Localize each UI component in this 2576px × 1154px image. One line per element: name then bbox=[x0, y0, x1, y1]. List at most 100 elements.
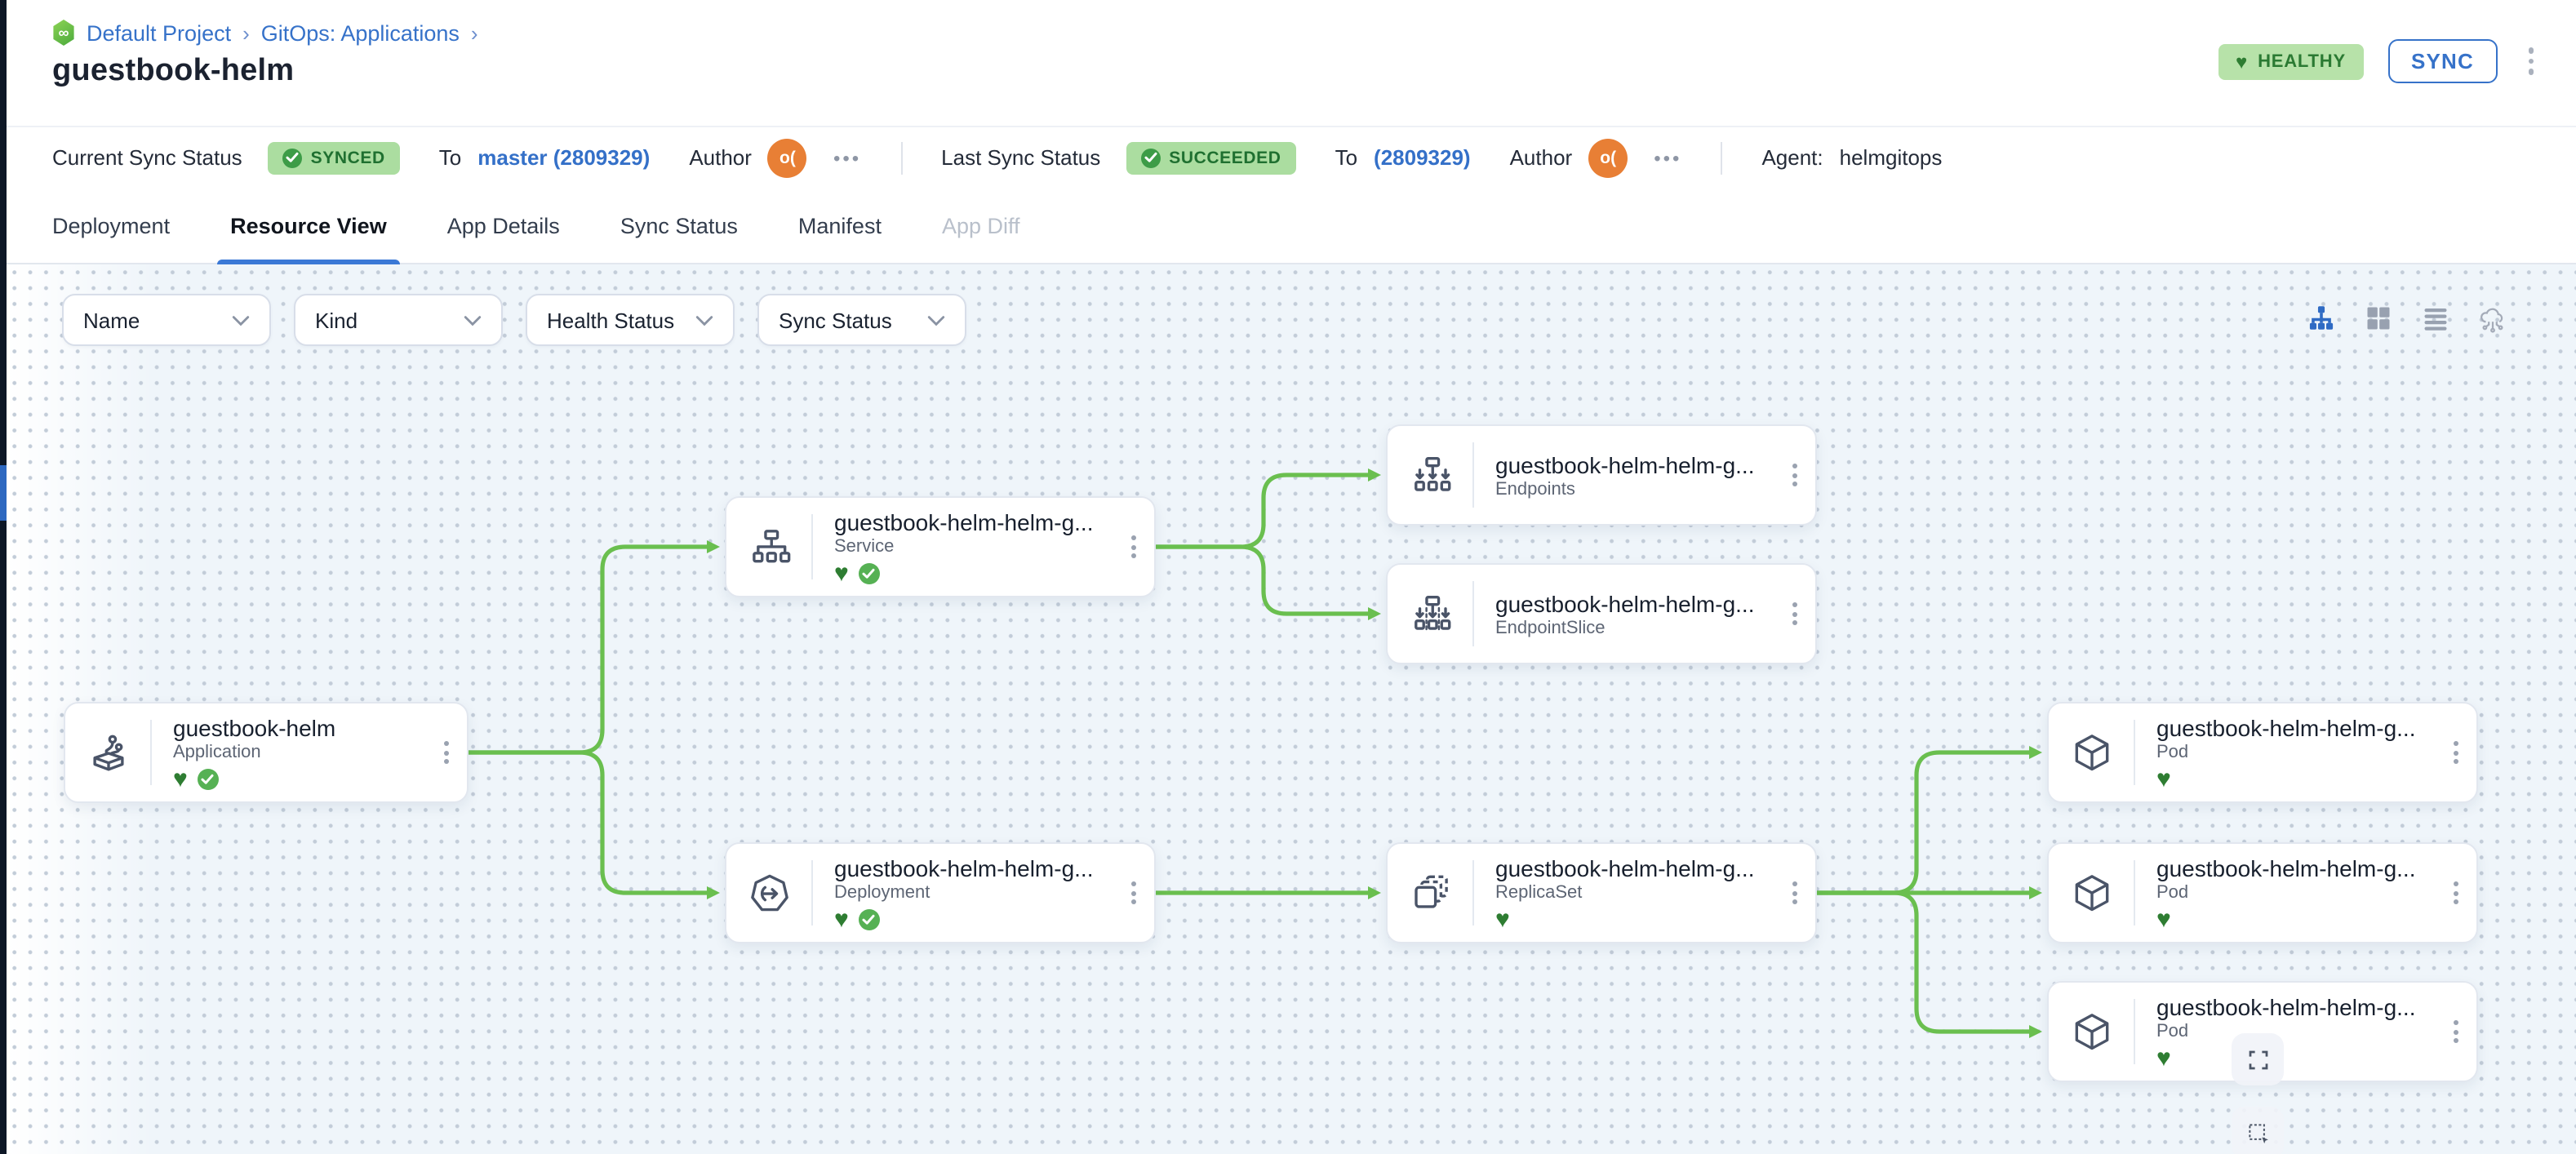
synced-badge: SYNCED bbox=[268, 141, 400, 174]
node-title: guestbook-helm-helm-g... bbox=[834, 855, 1094, 881]
last-commit-more[interactable]: ••• bbox=[1654, 146, 1682, 169]
last-sync-status-label: Last Sync Status bbox=[941, 145, 1101, 170]
current-commit-more[interactable]: ••• bbox=[833, 146, 862, 169]
healthy-heart-icon: ♥ bbox=[834, 905, 849, 933]
gitops-logo-icon: ∞ bbox=[53, 20, 74, 46]
sync-status-bar: Current Sync Status SYNCED To master (28… bbox=[7, 126, 2576, 188]
breadcrumb-project-link[interactable]: Default Project bbox=[87, 20, 232, 45]
fit-to-screen-button[interactable] bbox=[2232, 1033, 2284, 1085]
synced-check-icon bbox=[858, 562, 880, 584]
node-service[interactable]: guestbook-helm-helm-g... Service ♥ bbox=[725, 496, 1156, 597]
node-kebab-menu[interactable] bbox=[1112, 844, 1154, 942]
last-author-label: Author bbox=[1509, 145, 1573, 170]
breadcrumb-separator: › bbox=[242, 20, 250, 45]
tab-manifest[interactable]: Manifest bbox=[797, 213, 882, 237]
resource-graph-canvas[interactable]: Name Kind Health Status Sync Status bbox=[7, 264, 2576, 1154]
filter-sync-status-dropdown[interactable]: Sync Status bbox=[757, 294, 966, 346]
healthy-heart-icon: ♥ bbox=[2156, 765, 2171, 792]
node-kind: Service bbox=[834, 537, 895, 557]
cloud-view-icon[interactable] bbox=[2478, 304, 2507, 333]
node-application[interactable]: guestbook-helm Application ♥ bbox=[64, 702, 469, 803]
node-kebab-menu[interactable] bbox=[2434, 844, 2476, 942]
node-kebab-menu[interactable] bbox=[424, 703, 467, 801]
header-kebab-menu[interactable] bbox=[2521, 45, 2540, 78]
filter-bar: Name Kind Health Status Sync Status bbox=[62, 294, 966, 346]
chevron-down-icon bbox=[464, 315, 482, 326]
status-divider bbox=[1721, 141, 1723, 174]
node-deployment[interactable]: guestbook-helm-helm-g... Deployment ♥ bbox=[725, 842, 1156, 943]
sync-button[interactable]: SYNC bbox=[2387, 39, 2497, 83]
node-pod-1[interactable]: guestbook-helm-helm-g... Pod ♥ bbox=[2047, 702, 2478, 803]
app-tabs: Deployment Resource View App Details Syn… bbox=[7, 188, 2576, 264]
filter-health-status-dropdown[interactable]: Health Status bbox=[526, 294, 735, 346]
breadcrumb-section-link[interactable]: GitOps: Applications bbox=[260, 20, 460, 45]
succeeded-badge: SUCCEEDED bbox=[1126, 141, 1296, 174]
succeeded-badge-label: SUCCEEDED bbox=[1169, 148, 1281, 167]
view-toggle-group bbox=[2307, 304, 2507, 333]
node-pod-2[interactable]: guestbook-helm-helm-g... Pod ♥ bbox=[2047, 842, 2478, 943]
agent-value: helmgitops bbox=[1839, 145, 1943, 170]
tree-view-icon[interactable] bbox=[2307, 304, 2336, 333]
chevron-down-icon bbox=[927, 315, 945, 326]
tab-resource-view[interactable]: Resource View bbox=[217, 188, 400, 264]
tab-deployment[interactable]: Deployment bbox=[52, 213, 171, 237]
status-divider bbox=[900, 141, 903, 174]
node-title: guestbook-helm-helm-g... bbox=[1495, 451, 1755, 477]
node-replicaset[interactable]: guestbook-helm-helm-g... ReplicaSet ♥ bbox=[1386, 842, 1817, 943]
current-author-avatar[interactable]: o( bbox=[767, 138, 807, 177]
last-author-avatar[interactable]: o( bbox=[1588, 138, 1628, 177]
filter-name-dropdown[interactable]: Name bbox=[62, 294, 271, 346]
node-kebab-menu[interactable] bbox=[2434, 983, 2476, 1081]
replicaset-icon bbox=[1388, 844, 1472, 942]
node-kebab-menu[interactable] bbox=[2434, 703, 2476, 801]
check-circle-icon bbox=[282, 148, 303, 167]
deployment-icon bbox=[726, 844, 811, 942]
list-view-icon[interactable] bbox=[2421, 304, 2450, 333]
node-kebab-menu[interactable] bbox=[1773, 565, 1815, 663]
node-kind: Application bbox=[173, 743, 261, 762]
application-icon bbox=[65, 703, 150, 801]
tab-sync-status[interactable]: Sync Status bbox=[620, 213, 738, 237]
node-kebab-menu[interactable] bbox=[1773, 426, 1815, 524]
node-kebab-menu[interactable] bbox=[1773, 844, 1815, 942]
last-to-label: To bbox=[1335, 145, 1358, 170]
selection-tool-button[interactable] bbox=[2232, 1107, 2284, 1154]
chevron-down-icon bbox=[695, 315, 713, 326]
node-endpointslice[interactable]: guestbook-helm-helm-g... EndpointSlice bbox=[1386, 563, 1817, 664]
current-author-label: Author bbox=[689, 145, 752, 170]
service-icon bbox=[726, 498, 811, 596]
graph-edges bbox=[466, 468, 2042, 1038]
tab-app-details[interactable]: App Details bbox=[446, 213, 560, 237]
healthy-heart-icon: ♥ bbox=[2156, 905, 2171, 933]
health-status-badge: ♥ HEALTHY bbox=[2218, 43, 2364, 79]
node-endpoints[interactable]: guestbook-helm-helm-g... Endpoints bbox=[1386, 424, 1817, 526]
synced-check-icon bbox=[858, 908, 880, 930]
chevron-down-icon bbox=[232, 315, 250, 326]
node-title: guestbook-helm-helm-g... bbox=[834, 509, 1094, 535]
healthy-heart-icon: ♥ bbox=[2156, 1044, 2171, 1072]
grid-view-icon[interactable] bbox=[2364, 304, 2393, 333]
page-title: guestbook-helm bbox=[52, 54, 295, 88]
current-to-label: To bbox=[438, 145, 462, 170]
pod-icon bbox=[2049, 703, 2134, 801]
node-kind: Pod bbox=[2156, 743, 2189, 762]
synced-check-icon bbox=[197, 768, 219, 789]
node-kind: Deployment bbox=[834, 883, 930, 903]
healthy-heart-icon: ♥ bbox=[1495, 905, 1510, 933]
endpointslice-icon bbox=[1388, 565, 1472, 663]
node-title: guestbook-helm bbox=[173, 715, 336, 741]
tab-app-diff[interactable]: App Diff bbox=[941, 213, 1020, 237]
node-kind: Pod bbox=[2156, 1022, 2189, 1041]
node-title: guestbook-helm-helm-g... bbox=[1495, 590, 1755, 616]
last-revision-link[interactable]: (2809329) bbox=[1374, 145, 1471, 170]
agent-label: Agent: bbox=[1761, 145, 1823, 170]
heart-icon: ♥ bbox=[2236, 50, 2249, 73]
node-kind: ReplicaSet bbox=[1495, 883, 1583, 903]
current-revision-link[interactable]: master (2809329) bbox=[477, 145, 651, 170]
breadcrumb: ∞ Default Project › GitOps: Applications… bbox=[52, 20, 478, 46]
breadcrumb-separator: › bbox=[470, 20, 478, 45]
filter-kind-dropdown[interactable]: Kind bbox=[294, 294, 503, 346]
node-kebab-menu[interactable] bbox=[1112, 498, 1154, 596]
pod-icon bbox=[2049, 983, 2134, 1081]
